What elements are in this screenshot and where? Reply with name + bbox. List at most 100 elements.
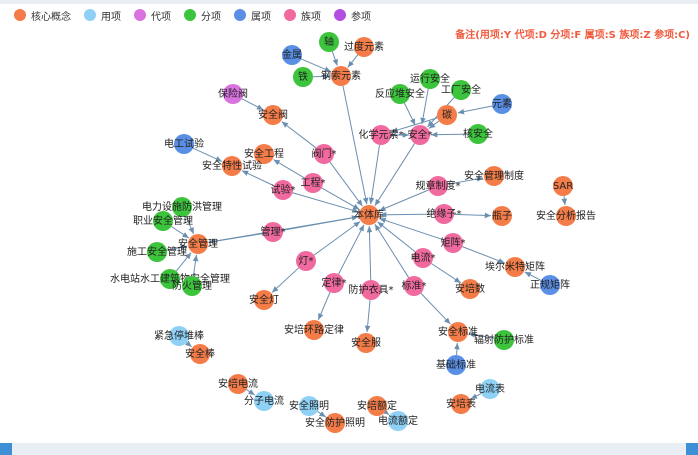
node-circle[interactable] [190,344,210,364]
graph-node[interactable]: 电力设施防洪管理 [142,197,222,217]
graph-node[interactable]: 基础标准 [436,355,476,375]
node-circle[interactable] [448,322,468,342]
legend-item-ref[interactable]: 参项 [334,8,371,23]
graph-node[interactable]: 安全分析报告 [536,206,596,226]
node-circle[interactable] [263,222,283,242]
graph-node[interactable]: 钢索元素 [321,66,361,86]
node-circle[interactable] [254,290,274,310]
node-circle[interactable] [356,333,376,353]
graph-node[interactable]: 安全照明 [289,396,329,416]
graph-node[interactable]: 安全阀 [258,105,288,125]
legend-item-core[interactable]: 核心概念 [14,8,71,23]
node-circle[interactable] [304,320,324,340]
graph-node[interactable]: 安全棒 [185,344,215,364]
legend-item-family[interactable]: 族项 [284,8,321,23]
node-circle[interactable] [404,276,424,296]
graph-node[interactable]: 轴 [319,32,339,52]
node-circle[interactable] [460,279,480,299]
graph-node[interactable]: 安全* [408,125,433,145]
node-circle[interactable] [451,80,471,100]
node-circle[interactable] [293,67,313,87]
scroll-right-arrow-icon[interactable] [686,443,698,455]
node-circle[interactable] [410,125,430,145]
graph-node[interactable]: 正规矩阵 [530,275,570,295]
node-circle[interactable] [359,205,379,225]
graph-node[interactable]: 紧急停堆棒 [154,326,204,346]
node-circle[interactable] [354,37,374,57]
graph-node[interactable]: 核安全 [463,124,493,144]
node-circle[interactable] [361,280,381,300]
legend-item-belong[interactable]: 属项 [234,8,271,23]
node-circle[interactable] [446,355,466,375]
graph-node[interactable]: 瓶子 [492,206,512,226]
node-circle[interactable] [480,379,500,399]
graph-node[interactable]: 安全防护照明 [305,413,365,433]
graph-node[interactable]: 试验* [271,180,296,200]
graph-node[interactable]: 电流额定 [378,411,418,431]
graph-node[interactable]: 绝缘子* [427,204,462,224]
graph-node[interactable]: 定律* [322,273,347,293]
graph-node[interactable]: 施工安全管理 [127,242,187,262]
node-circle[interactable] [484,166,504,186]
node-circle[interactable] [388,411,408,431]
graph-node[interactable]: 元素 [492,94,512,114]
graph-node[interactable]: 安培环路定律 [284,320,344,340]
graph-node[interactable]: 安培表 [446,394,476,414]
node-circle[interactable] [556,206,576,226]
graph-node[interactable]: 碳 [437,105,457,125]
node-circle[interactable] [160,269,180,289]
graph-node[interactable]: 铁 [293,67,313,87]
legend-item-use[interactable]: 用项 [84,8,121,23]
graph-node[interactable]: 安培数 [455,279,485,299]
graph-node[interactable]: 职业安全管理 [133,211,193,231]
graph-node[interactable]: 水电站水工建筑物安全管理 [110,269,230,289]
graph-node[interactable]: 安全标准 [438,322,478,342]
node-circle[interactable] [228,374,248,394]
graph-node[interactable]: 本体库 [354,205,384,225]
node-circle[interactable] [324,273,344,293]
node-circle[interactable] [325,413,345,433]
node-circle[interactable] [468,124,488,144]
node-circle[interactable] [223,84,243,104]
node-circle[interactable] [434,204,454,224]
graph-node[interactable]: 辐射防护标准 [474,330,534,350]
graph-node[interactable]: 电流* [411,248,436,268]
graph-node[interactable]: 电流表 [475,379,505,399]
graph-node[interactable]: 运行安全 [410,69,450,89]
node-circle[interactable] [371,125,391,145]
graph-node[interactable]: 安全服 [351,333,381,353]
graph-node[interactable]: 管理* [261,222,286,242]
graph-node[interactable]: 阀门* [312,144,337,164]
graph-node[interactable]: 埃尔米特矩阵 [485,257,545,277]
node-circle[interactable] [505,257,525,277]
node-circle[interactable] [273,180,293,200]
node-circle[interactable] [420,69,440,89]
graph-node[interactable]: 工厂安全 [441,80,481,100]
graph-node[interactable]: 安全特性试验 [202,156,262,176]
legend-item-part[interactable]: 分项 [184,8,221,23]
node-circle[interactable] [153,211,173,231]
scroll-left-arrow-icon[interactable] [0,443,12,455]
graph-node[interactable]: 安培额定 [357,396,397,416]
graph-node[interactable]: 灯* [296,251,316,271]
node-circle[interactable] [390,84,410,104]
legend-item-proxy[interactable]: 代项 [134,8,171,23]
graph-node[interactable]: 工程* [301,173,326,193]
graph-node[interactable]: 安全灯 [249,290,279,310]
graph-node[interactable]: 防护衣具* [349,280,394,300]
node-circle[interactable] [437,105,457,125]
graph-node[interactable]: 安培电流 [218,374,258,394]
node-circle[interactable] [413,248,433,268]
node-circle[interactable] [254,391,274,411]
graph-node[interactable]: 防火管理 [172,276,212,296]
graph-node[interactable]: 安全管理 [178,234,218,254]
graph-node[interactable]: 化学元素* [359,125,404,145]
graph-node[interactable]: 标准* [402,276,427,296]
node-circle[interactable] [492,94,512,114]
node-circle[interactable] [147,242,167,262]
node-circle[interactable] [174,134,194,154]
knowledge-graph[interactable]: 本体库钢索元素过度元素轴金属铁保险阀安全阀化学元素*反应堆安全运行安全安全*碳工… [0,0,698,440]
node-circle[interactable] [296,251,316,271]
node-circle[interactable] [172,197,192,217]
node-circle[interactable] [494,330,514,350]
